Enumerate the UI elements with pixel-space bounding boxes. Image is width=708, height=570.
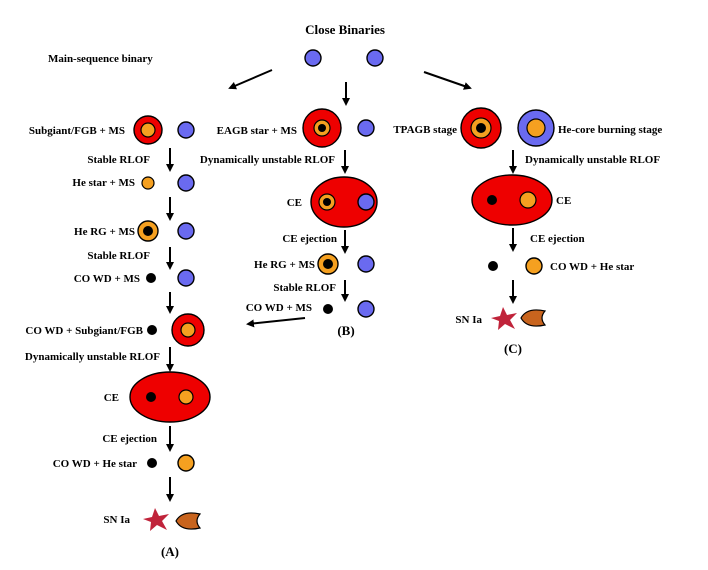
label-stable-rlof-b: Stable RLOF: [273, 282, 336, 294]
white-dwarf-icon: [143, 226, 153, 236]
ms-star-icon: [177, 121, 195, 139]
white-dwarf-icon: [323, 304, 333, 314]
white-dwarf-icon: [488, 261, 498, 271]
white-dwarf-icon: [323, 198, 331, 206]
common-envelope-icon: [129, 371, 211, 423]
he-star-icon: [177, 454, 195, 472]
label-ce-ejection: CE ejection: [102, 433, 157, 445]
panel-label-c: (C): [504, 341, 522, 356]
supernova-icon: [491, 307, 517, 330]
label-dynamically-unstable-rlof-b: Dynamically unstable RLOF: [200, 154, 335, 166]
label-co-wd-he-star-c: CO WD + He star: [550, 261, 634, 273]
white-dwarf-icon: [146, 392, 156, 402]
white-dwarf-icon: [318, 124, 326, 132]
remnant-icon: [520, 309, 547, 327]
label-subgiant-ms: Subgiant/FGB + MS: [29, 125, 125, 137]
label-ce-b: CE: [287, 197, 302, 209]
white-dwarf-icon: [147, 325, 157, 335]
label-tpagb-stage: TPAGB stage: [393, 124, 457, 136]
white-dwarf-icon: [147, 458, 157, 468]
core-icon: [526, 118, 546, 138]
label-ce-ejection-c: CE ejection: [530, 233, 585, 245]
label-dynamically-unstable-rlof: Dynamically unstable RLOF: [25, 351, 160, 363]
label-co-wd-he-star: CO WD + He star: [53, 458, 137, 470]
remnant-icon: [175, 512, 202, 530]
main-sequence-label: Main-sequence binary: [48, 53, 153, 65]
label-ce: CE: [104, 392, 119, 404]
ms-star-icon: [357, 300, 375, 318]
label-stable-rlof-2: Stable RLOF: [87, 250, 150, 262]
he-star-icon: [141, 176, 155, 190]
channel-c: TPAGB stage He-core burning stage Dynami…: [393, 107, 662, 356]
label-co-wd-ms-b: CO WD + MS: [246, 302, 312, 314]
ms-star-icon: [366, 49, 384, 67]
label-ce-ejection-b: CE ejection: [282, 233, 337, 245]
ms-star-icon: [177, 222, 195, 240]
label-dynamically-unstable-rlof-c: Dynamically unstable RLOF: [525, 154, 660, 166]
label-co-wd-ms: CO WD + MS: [74, 273, 140, 285]
panel-label-a: (A): [161, 544, 179, 559]
common-envelope-icon: [471, 174, 553, 226]
label-sn-ia-c: SN Ia: [455, 314, 482, 326]
label-he-rg-ms-b: He RG + MS: [254, 259, 315, 271]
supernova-icon: [143, 508, 169, 531]
arrow-icon: [423, 71, 472, 90]
core-icon: [140, 122, 156, 138]
white-dwarf-icon: [476, 123, 486, 133]
arrow-icon: [228, 69, 273, 90]
label-ce-c: CE: [556, 195, 571, 207]
ms-star-icon: [177, 269, 195, 287]
label-eagb-ms: EAGB star + MS: [217, 125, 297, 137]
white-dwarf-icon: [323, 259, 333, 269]
channel-a: Subgiant/FGB + MS Stable RLOF He star + …: [25, 115, 211, 559]
label-sn-ia: SN Ia: [103, 514, 130, 526]
ms-star-icon: [177, 174, 195, 192]
label-he-core-burning: He-core burning stage: [558, 124, 662, 136]
label-he-rg-ms: He RG + MS: [74, 226, 135, 238]
core-icon: [180, 322, 196, 338]
he-star-icon: [519, 191, 537, 209]
common-envelope-icon: [310, 176, 378, 228]
panel-label-b: (B): [337, 323, 354, 338]
arrow-icon: [246, 317, 306, 328]
label-co-wd-subgiant: CO WD + Subgiant/FGB: [25, 325, 143, 337]
white-dwarf-icon: [146, 273, 156, 283]
diagram-title: Close Binaries: [305, 22, 385, 37]
he-star-icon: [178, 389, 194, 405]
ms-star-icon: [357, 255, 375, 273]
white-dwarf-icon: [487, 195, 497, 205]
label-he-star-ms: He star + MS: [72, 177, 135, 189]
ms-star-icon: [357, 193, 375, 211]
label-stable-rlof: Stable RLOF: [87, 154, 150, 166]
he-star-icon: [525, 257, 543, 275]
ms-star-icon: [357, 119, 375, 137]
ms-star-icon: [304, 49, 322, 67]
channel-b: EAGB star + MS Dynamically unstable RLOF…: [200, 108, 378, 338]
